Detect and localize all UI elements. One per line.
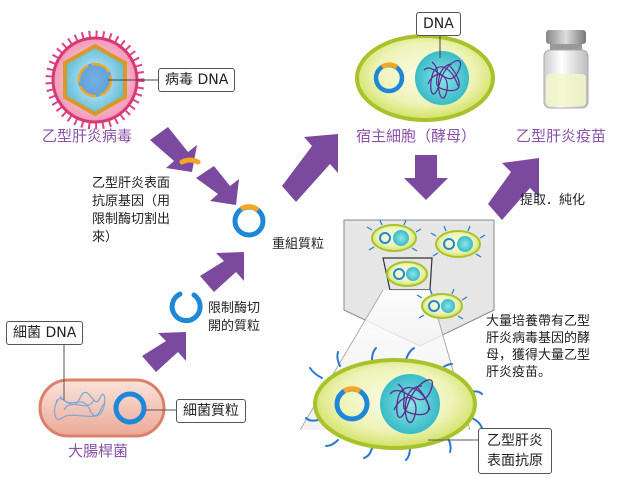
arrow-virus-to-gene bbox=[150, 127, 197, 172]
gene-fragment bbox=[179, 157, 201, 165]
recombinant-plasmid bbox=[232, 204, 266, 238]
virus-dna-label: 病毒 DNA bbox=[158, 68, 236, 92]
gene-note-line: 抗原基因（用 bbox=[92, 194, 171, 209]
culture-note-line: 肝炎病毒基因的酵 bbox=[486, 331, 591, 346]
culture-note-line: 大量培養帶有乙型 bbox=[486, 314, 591, 329]
gene-note-line: 限制酶切割出 bbox=[92, 212, 171, 227]
vaccine-label: 乙型肝炎疫苗 bbox=[516, 127, 607, 145]
bacterial-plasmid-label: 細菌質粒 bbox=[176, 399, 246, 423]
yeast-host-label: 宿主細胞（酵母） bbox=[356, 127, 477, 145]
vaccine-vial bbox=[543, 30, 589, 109]
virus-name-label: 乙型肝炎病毒 bbox=[42, 127, 133, 145]
gene-note-line: 來） bbox=[92, 230, 119, 245]
arrow-culture-to-vaccine bbox=[488, 158, 539, 220]
arrow-cut-to-recombinant bbox=[200, 252, 244, 292]
arrow-recombinant-to-yeast bbox=[282, 134, 338, 202]
hepatitis-b-virus bbox=[45, 30, 158, 130]
arrow-down-to-culture bbox=[404, 155, 448, 200]
e-coli-cell bbox=[38, 333, 176, 438]
culture-note: 大量培養帶有乙型 肝炎病毒基因的酵 母，獲得大量乙型 肝炎疫苗。 bbox=[486, 313, 590, 381]
gene-note: 乙型肝炎表面 抗原基因（用 限制酶切割出 來） bbox=[92, 175, 170, 247]
yeast-dna-label: DNA bbox=[416, 12, 461, 36]
cut-plasmid-line: 限制酶切 bbox=[208, 301, 261, 316]
surface-antigen-line: 乙型肝炎 bbox=[487, 433, 543, 449]
culture-note-line: 母，獲得大量乙型 bbox=[486, 348, 591, 363]
flow-arrows bbox=[142, 127, 539, 372]
yeast-host-cell bbox=[355, 34, 495, 122]
bacterial-dna-label: 細菌 DNA bbox=[6, 321, 84, 345]
surface-antigen-line: 表面抗原 bbox=[487, 453, 543, 469]
cut-plasmid-label: 限制酶切 開的質粒 bbox=[208, 300, 260, 336]
cut-plasmid bbox=[169, 291, 203, 324]
recombinant-plasmid-label: 重組質粒 bbox=[272, 237, 325, 252]
magnified-yeast-cell bbox=[305, 347, 483, 461]
small-yeast-cells bbox=[366, 219, 486, 320]
culture-note-line: 肝炎疫苗。 bbox=[486, 365, 552, 380]
cut-plasmid-line: 開的質粒 bbox=[208, 319, 261, 334]
extract-label: 提取．純化 bbox=[520, 193, 586, 208]
surface-antigen-label: 乙型肝炎 表面抗原 bbox=[478, 428, 552, 474]
arrow-gene-to-plasmid bbox=[196, 166, 239, 205]
gene-note-line: 乙型肝炎表面 bbox=[92, 176, 171, 191]
arrow-ecoli-to-cut-plasmid bbox=[142, 332, 186, 372]
ecoli-label: 大腸桿菌 bbox=[68, 442, 129, 460]
